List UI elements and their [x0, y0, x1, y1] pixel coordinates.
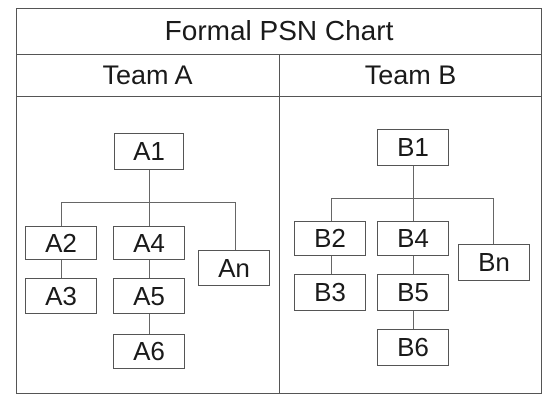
- node-b2: B2: [294, 221, 366, 256]
- connector: [493, 198, 495, 244]
- connector: [413, 256, 415, 274]
- node-a6: A6: [113, 334, 185, 369]
- connector: [149, 170, 151, 202]
- node-bn: Bn: [458, 244, 530, 281]
- connector: [149, 314, 151, 334]
- node-a2: A2: [25, 226, 97, 260]
- connector: [61, 260, 63, 278]
- node-an: An: [198, 250, 270, 286]
- node-a5: A5: [113, 278, 185, 314]
- node-a4: A4: [113, 226, 185, 260]
- node-b6: B6: [377, 329, 449, 366]
- chart-title: Formal PSN Chart: [164, 15, 394, 46]
- connector: [413, 166, 415, 198]
- team-divider: [279, 54, 280, 394]
- node-b5: B5: [377, 274, 449, 311]
- node-b1: B1: [377, 129, 449, 166]
- node-b4: B4: [377, 221, 449, 256]
- connector: [149, 260, 151, 278]
- connector: [331, 198, 493, 200]
- connector: [331, 198, 333, 221]
- node-a3: A3: [25, 278, 97, 314]
- connector: [61, 202, 235, 204]
- connector: [149, 202, 151, 226]
- team-a-header: Team A: [102, 59, 193, 90]
- team-b-header: Team B: [364, 59, 457, 90]
- connector: [235, 202, 237, 250]
- connector: [331, 256, 333, 274]
- connector: [61, 202, 63, 226]
- connector: [413, 198, 415, 221]
- connector: [413, 311, 415, 329]
- node-b3: B3: [294, 274, 366, 311]
- node-a1: A1: [114, 133, 184, 170]
